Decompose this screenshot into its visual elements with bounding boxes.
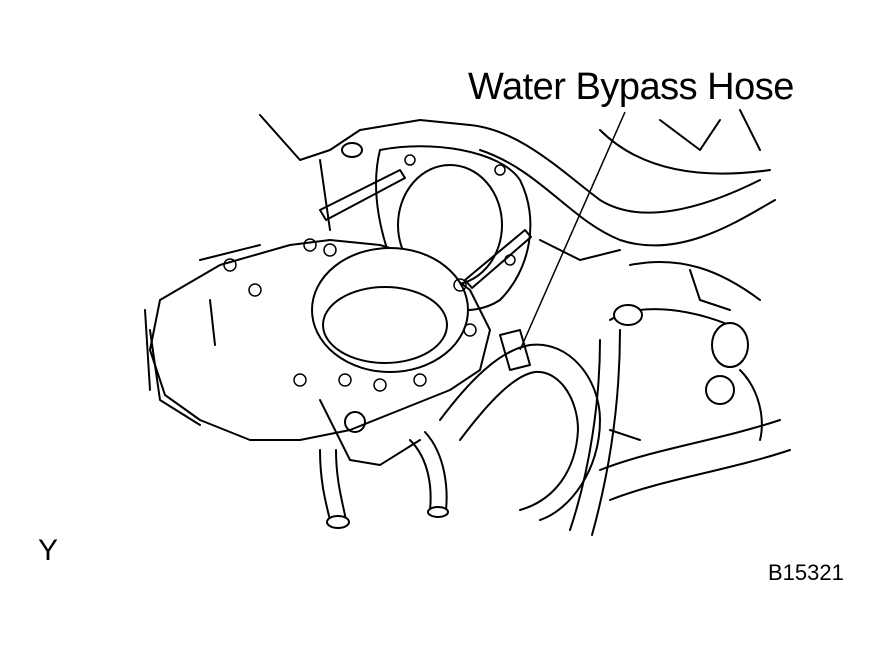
right-components [599, 269, 791, 501]
figure-code: B15321 [768, 560, 844, 585]
callout-leader-line [519, 111, 626, 351]
background-manifold [259, 109, 776, 301]
water-bypass-hose-label: Water Bypass Hose [468, 66, 794, 108]
view-letter: Y [38, 534, 59, 567]
small-hoses [319, 431, 449, 529]
water-bypass-hose [439, 304, 749, 536]
stud-bolts [319, 142, 532, 289]
throttle-body [144, 238, 491, 466]
